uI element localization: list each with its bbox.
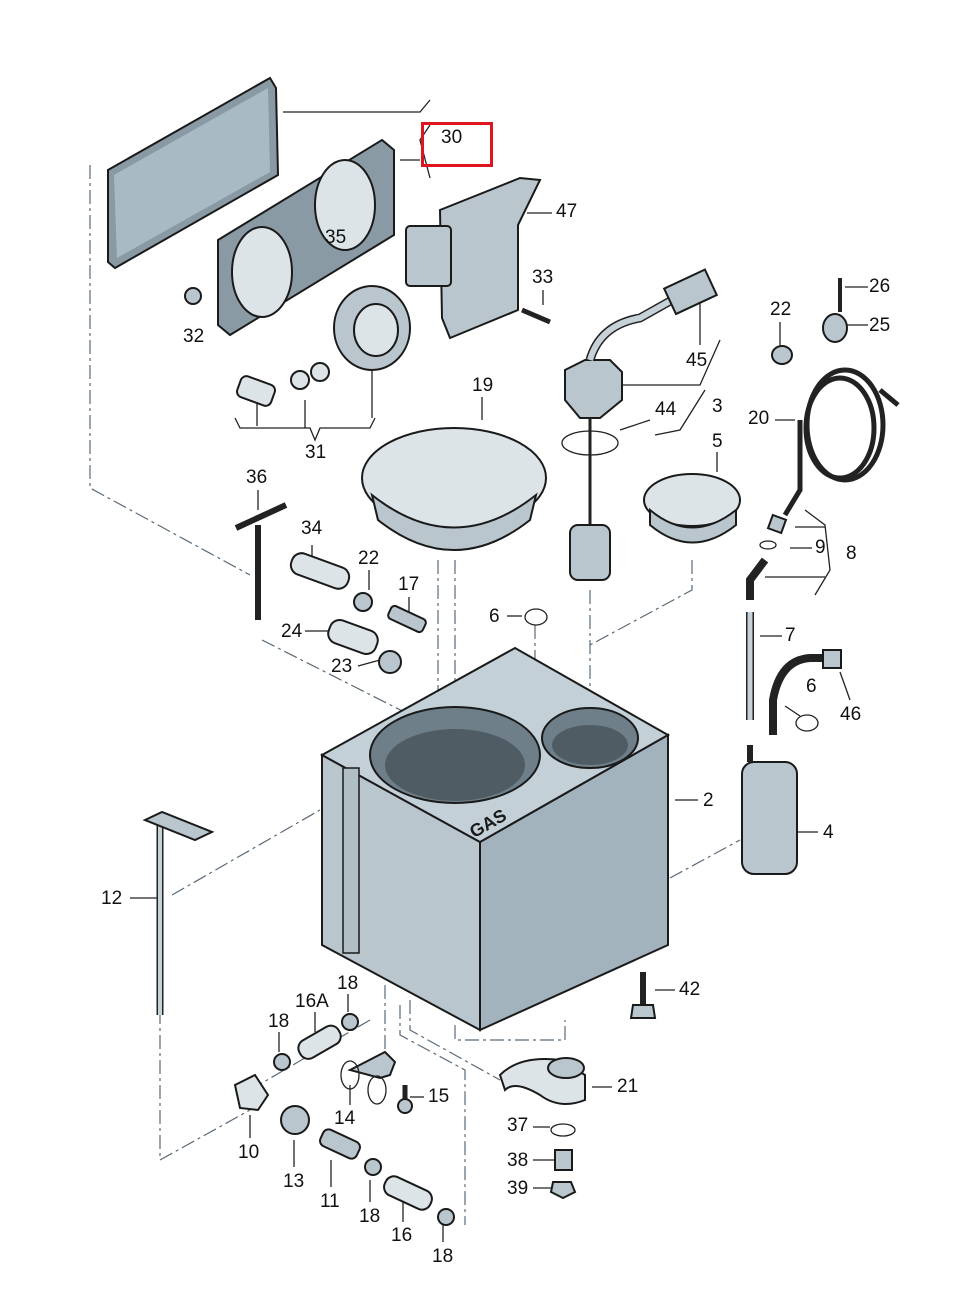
callout-label: 17 bbox=[398, 574, 420, 595]
callout-label: 18 bbox=[432, 1246, 454, 1267]
callout-label: 4 bbox=[823, 822, 834, 843]
callout-label: 45 bbox=[686, 350, 708, 371]
callout-label: 15 bbox=[428, 1086, 450, 1107]
callout-label: 25 bbox=[869, 315, 891, 336]
fuel-pump bbox=[741, 761, 798, 875]
highlight-box-30 bbox=[421, 122, 493, 167]
callout-label: 31 bbox=[305, 442, 327, 463]
callout-label: 9 bbox=[815, 537, 826, 558]
assembly-lines bbox=[89, 165, 741, 1225]
callout-label: 16 bbox=[391, 1225, 413, 1246]
callout-label: 10 bbox=[238, 1142, 260, 1163]
callout-label: 34 bbox=[301, 518, 323, 539]
callout-label: 6 bbox=[489, 606, 500, 627]
callout-label: 18 bbox=[337, 973, 359, 994]
callout-label: 39 bbox=[507, 1178, 529, 1199]
callout-label: 11 bbox=[320, 1191, 340, 1212]
callout-label: 18 bbox=[268, 1011, 290, 1032]
callout-label: 24 bbox=[281, 621, 303, 642]
level-sender bbox=[564, 359, 623, 419]
callout-label: 32 bbox=[183, 326, 205, 347]
callout-label: 23 bbox=[331, 656, 353, 677]
callout-label: 13 bbox=[283, 1171, 305, 1192]
callout-label: 36 bbox=[246, 467, 268, 488]
callout-label: 35 bbox=[325, 227, 347, 248]
callout-label: 12 bbox=[101, 888, 123, 909]
sealing-cap bbox=[643, 473, 741, 527]
callout-label: 42 bbox=[679, 979, 701, 1000]
callout-label: 5 bbox=[712, 431, 723, 452]
callout-label: 20 bbox=[748, 408, 770, 429]
callout-label: 37 bbox=[507, 1115, 529, 1136]
callout-label: 22 bbox=[358, 548, 380, 569]
callout-label: 7 bbox=[785, 625, 796, 646]
callout-label: 44 bbox=[655, 399, 677, 420]
callout-label: 22 bbox=[770, 299, 792, 320]
callout-label: 3 bbox=[712, 396, 723, 417]
leader-lines bbox=[130, 99, 868, 1242]
callout-label: 47 bbox=[556, 201, 578, 222]
callout-label: 46 bbox=[840, 704, 862, 725]
callout-label: 2 bbox=[703, 790, 714, 811]
callout-label: 8 bbox=[846, 543, 857, 564]
callout-label: 26 bbox=[869, 276, 891, 297]
callout-label: 14 bbox=[334, 1108, 356, 1129]
callout-label: 38 bbox=[507, 1150, 529, 1171]
fuel-line-coil bbox=[782, 367, 900, 517]
callout-label: 16A bbox=[295, 991, 329, 1012]
flap-bracket bbox=[438, 176, 542, 340]
callout-label: 6 bbox=[806, 676, 817, 697]
callout-label: 30 bbox=[441, 127, 463, 148]
callout-label: 18 bbox=[359, 1206, 381, 1227]
callout-label: 33 bbox=[532, 267, 554, 288]
callout-label: 21 bbox=[617, 1076, 639, 1097]
callout-label: 19 bbox=[472, 375, 494, 396]
fuel-tank: GAS bbox=[319, 646, 671, 1032]
